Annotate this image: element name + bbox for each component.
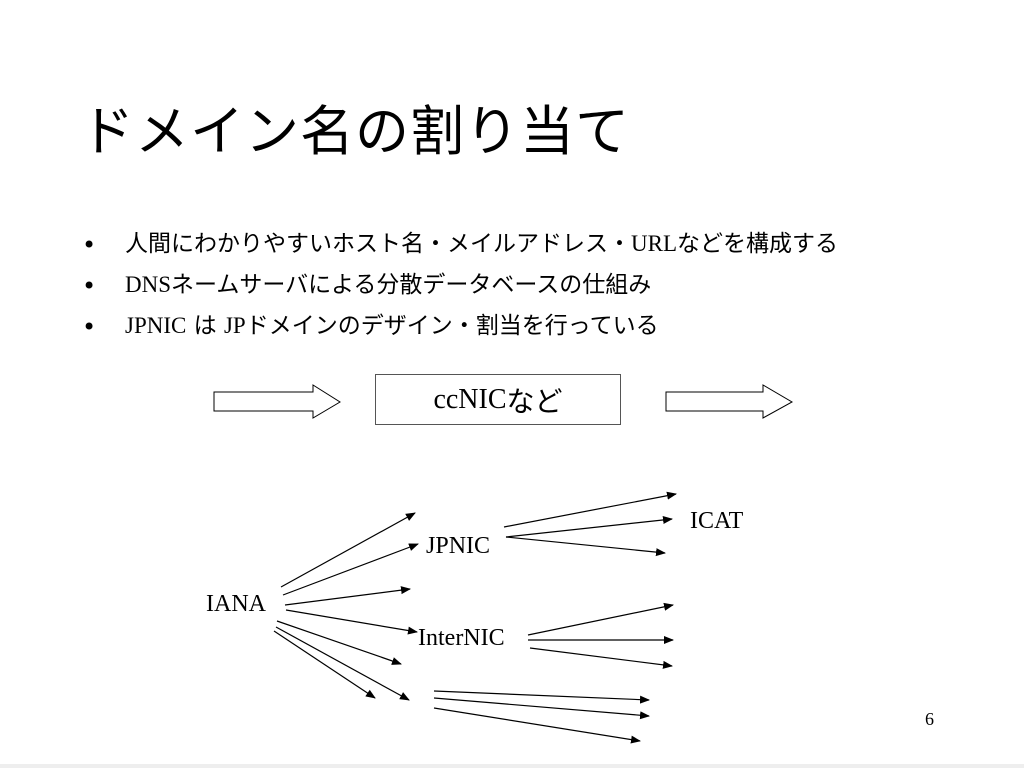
- bullet-mark: •: [82, 231, 97, 259]
- arrow-iana-to-middle-branch: [284, 586, 411, 606]
- arrow-jpnic-to-top: [503, 491, 677, 528]
- iana-label: IANA: [206, 590, 266, 618]
- arrow-bottom-branch-3: [433, 707, 641, 744]
- jpnic-label: JPNIC: [426, 532, 491, 560]
- bullet-text-segment: ネームサーバによる分散データベースの仕組み: [171, 272, 652, 298]
- arrow-jpnic-to-icat: [505, 515, 673, 538]
- bullet-text-segment: ドメインのデザイン・割当を行っている: [245, 313, 659, 339]
- bullet-text-segment: 人間にわかりやすいホスト名・メイルアドレス・: [125, 231, 631, 257]
- arrow-bottom-branch-2: [433, 697, 650, 720]
- arrow-internic-to-bottom: [529, 647, 673, 669]
- bullet-mark: •: [82, 313, 97, 341]
- bullet-text-1: 人間にわかりやすいホスト名・メイルアドレス・URLなどを構成する: [125, 228, 838, 260]
- arrow-jpnic-to-lower: [505, 536, 666, 557]
- bullet-text-segment: JPNIC: [125, 313, 187, 338]
- bullet-mark: •: [82, 272, 97, 300]
- ccnic-box: ccNIC など: [375, 374, 621, 425]
- ccnic-box-text-segment: ccNIC: [433, 383, 507, 415]
- icat-label: ICAT: [690, 507, 744, 535]
- arrow-iana-to-internic: [285, 609, 418, 635]
- internic-label: InterNIC: [418, 624, 505, 652]
- arrow-bottom-branch-1: [433, 690, 650, 704]
- arrow-iana-to-jpnic: [282, 543, 419, 596]
- right-block-arrow: [665, 384, 794, 419]
- bullet-text-segment: DNS: [125, 272, 172, 297]
- arrow-iana-to-jpnic-upper: [280, 512, 416, 588]
- bullet-text-segment: JP: [223, 313, 246, 338]
- arrow-internic-to-top: [527, 602, 674, 636]
- bullet-text-3: JPNIC は JPドメインのデザイン・割当を行っている: [125, 310, 659, 342]
- left-block-arrow: [213, 384, 341, 419]
- arrow-iana-to-lower-branch-1: [276, 620, 402, 665]
- bullet-text-segment: は: [186, 313, 224, 339]
- ccnic-box-text-segment: など: [506, 384, 563, 418]
- bullet-text-segment: などを構成する: [677, 231, 838, 257]
- arrow-iana-to-lower-branch-2: [275, 626, 410, 701]
- bullet-text-segment: URL: [631, 231, 677, 256]
- bottom-strip: [0, 764, 1024, 768]
- page-number: 6: [925, 709, 934, 729]
- bullet-text-2: DNSネームサーバによる分散データベースの仕組み: [125, 269, 651, 301]
- arrow-iana-to-lower-branch-3: [273, 630, 376, 699]
- slide-title: ドメイン名の割り当て: [80, 100, 630, 163]
